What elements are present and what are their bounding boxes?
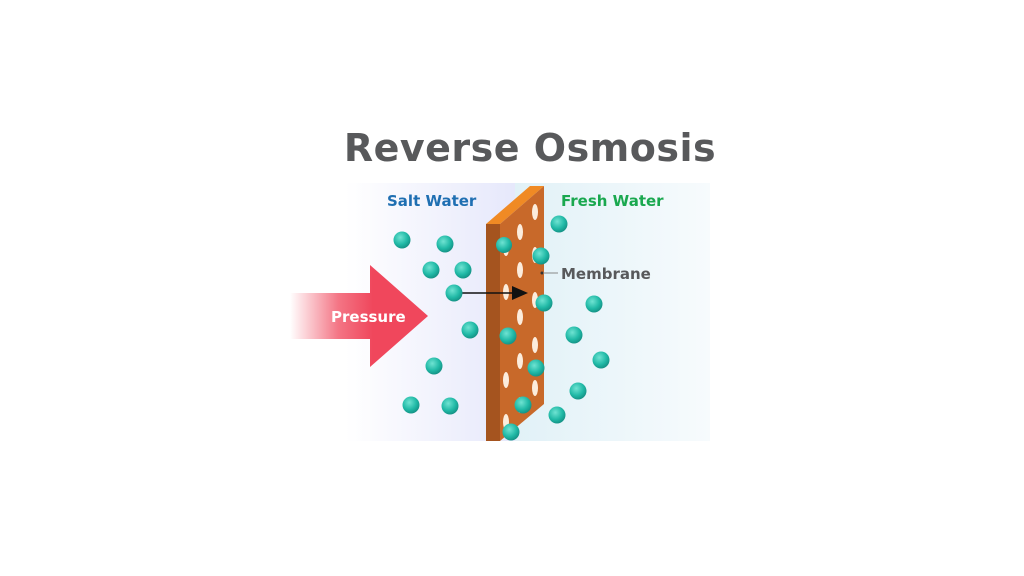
molecule <box>550 215 568 233</box>
pressure-label: Pressure <box>331 308 406 326</box>
molecule <box>527 359 545 377</box>
water-molecules <box>393 215 610 441</box>
pressure-arrow: Pressure <box>290 265 428 367</box>
fresh-water-region <box>515 183 710 441</box>
salt-water-label: Salt Water <box>387 192 477 210</box>
flow-arrow <box>462 286 528 300</box>
fresh-water-label: Fresh Water <box>561 192 664 210</box>
membrane-label: Membrane <box>561 265 651 283</box>
molecule <box>445 284 463 302</box>
diagram-title: Reverse Osmosis <box>343 126 717 170</box>
molecule <box>454 261 472 279</box>
molecule <box>422 261 440 279</box>
molecule <box>436 235 454 253</box>
membrane-callout: Membrane <box>540 265 651 283</box>
molecule <box>502 423 520 441</box>
molecule <box>532 247 550 265</box>
molecule <box>425 357 443 375</box>
molecule <box>393 231 411 249</box>
molecule <box>499 327 517 345</box>
molecule <box>441 397 459 415</box>
membrane <box>486 186 544 441</box>
molecule <box>461 321 479 339</box>
molecule <box>548 406 566 424</box>
molecule <box>565 326 583 344</box>
molecule <box>402 396 420 414</box>
molecule <box>569 382 587 400</box>
molecule <box>496 237 512 253</box>
molecule <box>585 295 603 313</box>
molecule <box>514 396 532 414</box>
molecule <box>592 351 610 369</box>
molecule <box>535 294 553 312</box>
